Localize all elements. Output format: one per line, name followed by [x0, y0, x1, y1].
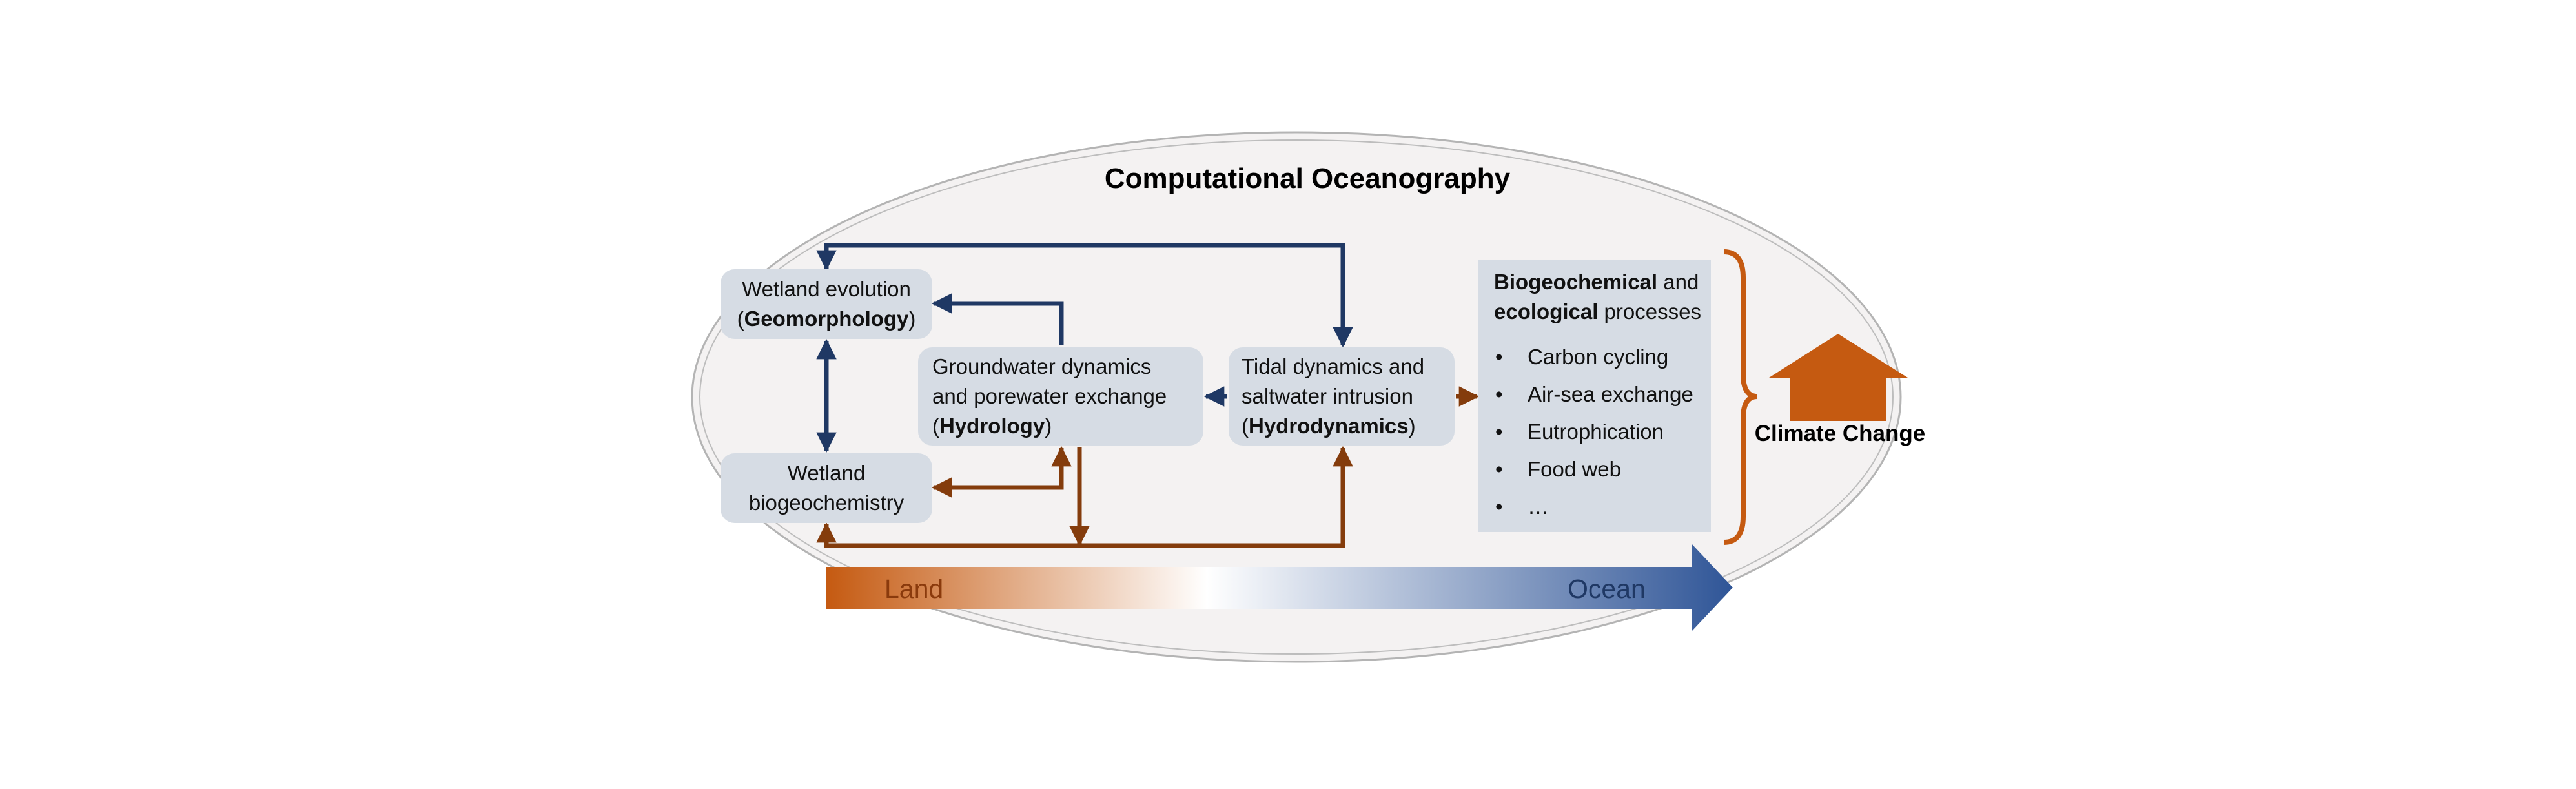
hydrology-bold: Hydrology — [939, 414, 1045, 438]
processes-heading-line1: Biogeochemical and — [1494, 270, 1699, 294]
process-item-carbon-cycling: Carbon cycling — [1494, 338, 1711, 376]
biogeochemistry-line2: biogeochemistry — [748, 491, 905, 515]
process-item-food-web: Food web — [1494, 451, 1711, 488]
processes-heading-line2: ecological processes — [1494, 300, 1701, 323]
biogeochemistry-line1: Wetland — [787, 461, 866, 485]
processes-brace — [1723, 249, 1758, 545]
process-item-eutrophication: Eutrophication — [1494, 413, 1711, 451]
land-ocean-gradient-arrow — [826, 544, 1733, 631]
processes-panel: Biogeochemical and ecological processes … — [1478, 260, 1711, 532]
climate-change-label: Climate Change — [1754, 421, 1926, 446]
arrow-bottom-loop — [816, 446, 1353, 548]
hydrodynamics-line3: (Hydrodynamics) — [1242, 414, 1416, 438]
oceanography-ellipse-inner — [699, 139, 1894, 655]
land-label: Land — [884, 574, 944, 604]
diagram-title: Computational Oceanography — [1104, 163, 1511, 194]
geomorphology-bold: Geomorphology — [744, 307, 909, 331]
hydrology-line1: Groundwater dynamics — [932, 354, 1152, 378]
box-hydrology: Groundwater dynamics and porewater excha… — [918, 347, 1203, 446]
box-hydrodynamics: Tidal dynamics and saltwater intrusion (… — [1229, 347, 1455, 446]
climate-change-up-arrow-icon — [1769, 334, 1908, 421]
hydrodynamics-line2: saltwater intrusion — [1242, 384, 1413, 408]
process-item-more: … — [1494, 488, 1711, 526]
box-biogeochemistry: Wetland biogeochemistry — [721, 453, 932, 523]
process-item-air-sea-exchange: Air-sea exchange — [1494, 376, 1711, 413]
box-geomorphology: Wetland evolution (Geomorphology) — [721, 269, 932, 339]
processes-list: Carbon cycling Air-sea exchange Eutrophi… — [1494, 338, 1711, 526]
geomorphology-line2: (Geomorphology) — [737, 307, 916, 331]
hydrodynamics-bold: Hydrodynamics — [1249, 414, 1409, 438]
hydrology-line3: (Hydrology) — [932, 414, 1052, 438]
hydrology-line2: and porewater exchange — [932, 384, 1167, 408]
hydrodynamics-line1: Tidal dynamics and — [1242, 354, 1425, 378]
arrow-hydrology-to-geomorphology — [931, 293, 1064, 345]
geomorphology-line1: Wetland evolution — [742, 277, 911, 301]
arrow-hydrodynamics-to-geomorphology — [816, 243, 1353, 348]
ocean-label: Ocean — [1568, 574, 1646, 604]
